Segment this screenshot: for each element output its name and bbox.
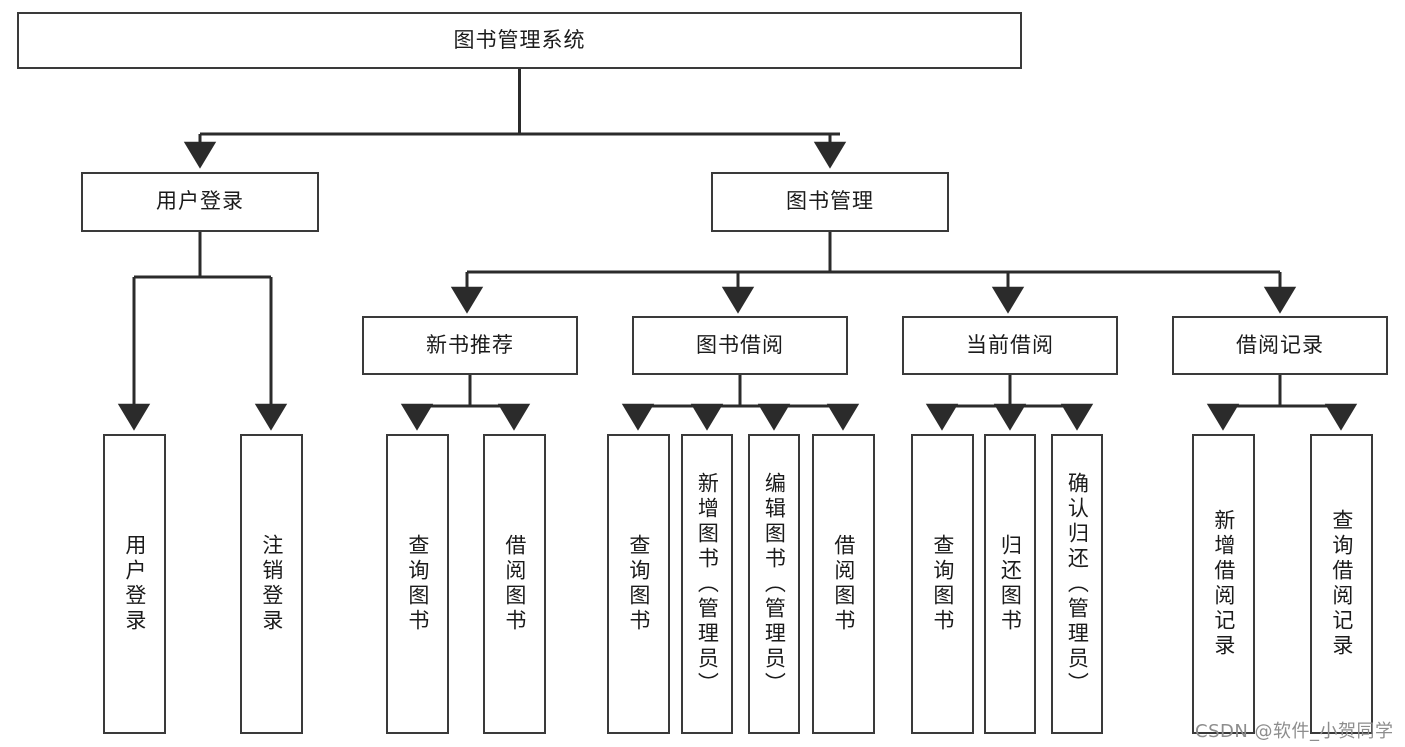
node-leaf-borrow-book-2-label: 借阅图书: [831, 534, 856, 634]
edge-group-book-manage: [450, 232, 1297, 314]
node-leaf-query-record[interactable]: 查询借阅记录: [1310, 434, 1373, 734]
node-user-login-label: 用户登录: [156, 189, 244, 214]
node-leaf-user-login[interactable]: 用户登录: [103, 434, 166, 734]
node-leaf-add-record[interactable]: 新增借阅记录: [1192, 434, 1255, 734]
edge-group-root: [183, 69, 847, 169]
node-current-borrow-label: 当前借阅: [966, 332, 1054, 357]
node-book-manage[interactable]: 图书管理: [711, 172, 949, 232]
node-leaf-user-login-label: 用户登录: [122, 534, 147, 634]
node-current-borrow[interactable]: 当前借阅: [902, 316, 1118, 375]
node-leaf-query-record-label: 查询借阅记录: [1329, 509, 1354, 659]
node-leaf-add-book[interactable]: 新增图书（管理员）: [681, 434, 733, 734]
csdn-watermark: CSDN @软件_小贺同学: [1195, 721, 1394, 742]
node-leaf-borrow-book-2[interactable]: 借阅图书: [812, 434, 875, 734]
node-leaf-query-book-2[interactable]: 查询图书: [607, 434, 670, 734]
node-leaf-confirm-return[interactable]: 确认归还（管理员）: [1051, 434, 1103, 734]
node-new-book-recommend-label: 新书推荐: [426, 332, 514, 357]
node-new-book-recommend[interactable]: 新书推荐: [362, 316, 578, 375]
node-leaf-query-book-3-label: 查询图书: [930, 534, 955, 634]
node-leaf-return-book-label: 归还图书: [998, 534, 1023, 634]
node-borrow-record[interactable]: 借阅记录: [1172, 316, 1388, 375]
node-leaf-return-book[interactable]: 归还图书: [984, 434, 1036, 734]
node-book-manage-label: 图书管理: [786, 189, 874, 214]
node-user-login[interactable]: 用户登录: [81, 172, 319, 232]
node-leaf-query-book-2-label: 查询图书: [626, 534, 651, 634]
node-book-borrow-label: 图书借阅: [696, 332, 784, 357]
node-leaf-borrow-book-1[interactable]: 借阅图书: [483, 434, 546, 734]
node-leaf-query-book-1[interactable]: 查询图书: [386, 434, 449, 734]
node-leaf-borrow-book-1-label: 借阅图书: [502, 534, 527, 634]
node-root[interactable]: 图书管理系统: [17, 12, 1022, 69]
node-leaf-add-book-label: 新增图书（管理员）: [695, 471, 720, 697]
node-leaf-query-book-1-label: 查询图书: [405, 534, 430, 634]
node-book-borrow[interactable]: 图书借阅: [632, 316, 848, 375]
node-leaf-add-record-label: 新增借阅记录: [1211, 509, 1236, 659]
edge-group-borrow-record: [1206, 375, 1358, 431]
node-leaf-edit-book-label: 编辑图书（管理员）: [762, 471, 787, 697]
edge-group-current-borrow: [925, 375, 1094, 431]
node-leaf-user-logout-label: 注销登录: [259, 534, 284, 634]
node-leaf-query-book-3[interactable]: 查询图书: [911, 434, 974, 734]
node-leaf-user-logout[interactable]: 注销登录: [240, 434, 303, 734]
node-borrow-record-label: 借阅记录: [1236, 332, 1324, 357]
edge-group-user-login: [117, 232, 288, 431]
node-leaf-confirm-return-label: 确认归还（管理员）: [1065, 471, 1090, 697]
edge-group-new-book-recommend: [400, 375, 531, 431]
edge-group-book-borrow: [621, 375, 860, 431]
node-leaf-edit-book[interactable]: 编辑图书（管理员）: [748, 434, 800, 734]
node-root-label: 图书管理系统: [453, 27, 586, 52]
